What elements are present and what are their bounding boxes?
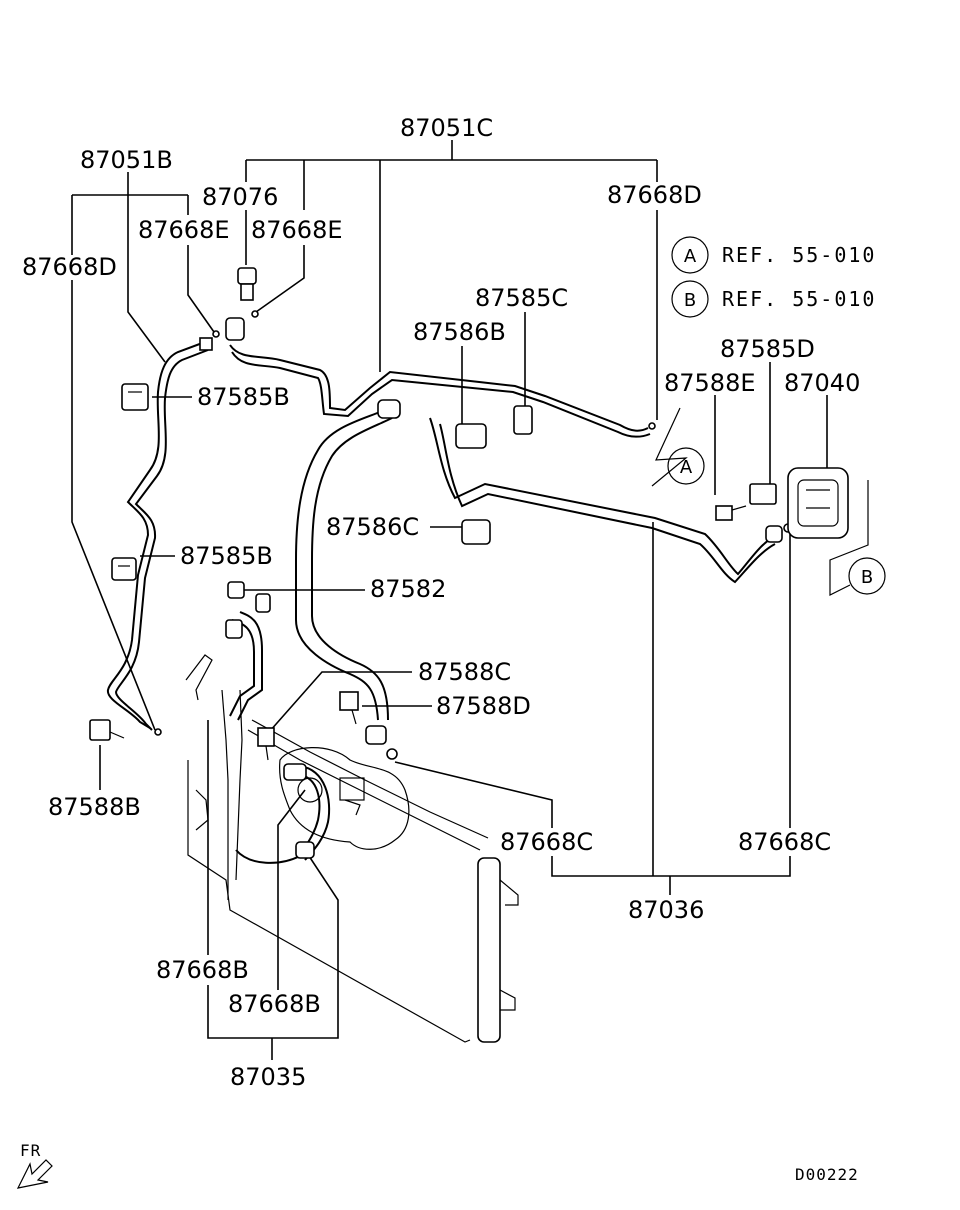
fitting xyxy=(225,619,243,639)
label-87668d-top: 87668D xyxy=(607,181,702,209)
clamp-87586c xyxy=(461,519,491,545)
label-87588e: 87588E xyxy=(664,369,756,397)
compressor-fitting xyxy=(283,763,307,781)
o-ring xyxy=(648,422,656,430)
label-87582: 87582 xyxy=(370,575,446,603)
callout-a: A xyxy=(651,407,705,487)
label-87585c: 87585C xyxy=(475,284,568,312)
diagram-code: D00222 xyxy=(795,1165,859,1184)
label-87051c: 87051C xyxy=(400,114,493,142)
ref-legend: A REF. 55-010 B REF. 55-010 xyxy=(671,236,876,318)
fitting-87582 xyxy=(255,593,271,613)
o-ring xyxy=(386,748,398,760)
hose-fitting xyxy=(377,399,401,419)
piping xyxy=(106,341,776,864)
compressor xyxy=(279,747,410,850)
label-87585d: 87585D xyxy=(720,335,815,363)
label-87035: 87035 xyxy=(230,1063,306,1091)
service-valve xyxy=(225,317,245,341)
bracket-87585d xyxy=(749,483,777,505)
label-87588b: 87588B xyxy=(48,793,141,821)
label-87668d-left: 87668D xyxy=(22,253,117,281)
label-87585b-a: 87585B xyxy=(197,383,290,411)
part-labels: 87051C 87051B 87076 87668D 87668E 87668E… xyxy=(22,114,860,1091)
ref-b: B REF. 55-010 xyxy=(671,280,876,318)
bolt-87588e xyxy=(715,505,747,521)
ref-a: A REF. 55-010 xyxy=(671,236,876,274)
label-87588d: 87588D xyxy=(436,692,531,720)
svg-text:B: B xyxy=(684,290,696,311)
svg-text:B: B xyxy=(861,567,873,588)
bolt-87588c xyxy=(257,727,275,761)
label-87668e-a: 87668E xyxy=(138,216,230,244)
label-87040: 87040 xyxy=(784,369,860,397)
condenser xyxy=(185,654,519,1043)
svg-text:FR: FR xyxy=(20,1141,41,1160)
label-87668e-b: 87668E xyxy=(251,216,343,244)
svg-text:REF. 55-010: REF. 55-010 xyxy=(722,243,876,267)
clamp-87585b-upper xyxy=(121,383,149,411)
svg-text:REF. 55-010: REF. 55-010 xyxy=(722,287,876,311)
fitting-nut xyxy=(199,337,213,351)
expansion-valve-87040 xyxy=(787,467,849,539)
clamp-87585b-lower xyxy=(111,557,137,581)
label-87588c: 87588C xyxy=(418,658,511,686)
label-87668c-b: 87668C xyxy=(738,828,831,856)
label-87668b-a: 87668B xyxy=(156,956,249,984)
clamp-87585c xyxy=(513,405,533,435)
hose-fitting xyxy=(765,525,783,543)
label-87668b-b: 87668B xyxy=(228,990,321,1018)
clamp-87582 xyxy=(227,581,245,599)
pressure-switch-87076 xyxy=(237,267,257,301)
bolt-87588d xyxy=(339,691,359,725)
o-ring xyxy=(212,330,220,338)
label-87051b: 87051B xyxy=(80,146,173,174)
label-87586c: 87586C xyxy=(326,513,419,541)
leader-lines xyxy=(71,140,828,1060)
label-87076: 87076 xyxy=(202,183,278,211)
compressor-fitting xyxy=(295,841,315,859)
bolt-87588b xyxy=(89,719,125,741)
label-87036: 87036 xyxy=(628,896,704,924)
clamp-87586b xyxy=(455,423,487,449)
o-ring xyxy=(154,728,162,736)
svg-text:A: A xyxy=(680,457,693,478)
label-87585b-b: 87585B xyxy=(180,542,273,570)
label-87668c-a: 87668C xyxy=(500,828,593,856)
svg-text:A: A xyxy=(684,246,697,267)
parts xyxy=(89,267,849,859)
compressor-fitting xyxy=(365,725,387,745)
o-ring xyxy=(251,310,259,318)
front-arrow-icon xyxy=(16,1159,53,1189)
front-indicator: FR xyxy=(16,1141,53,1189)
label-87586b: 87586B xyxy=(413,318,506,346)
callout-b: B xyxy=(829,480,886,596)
